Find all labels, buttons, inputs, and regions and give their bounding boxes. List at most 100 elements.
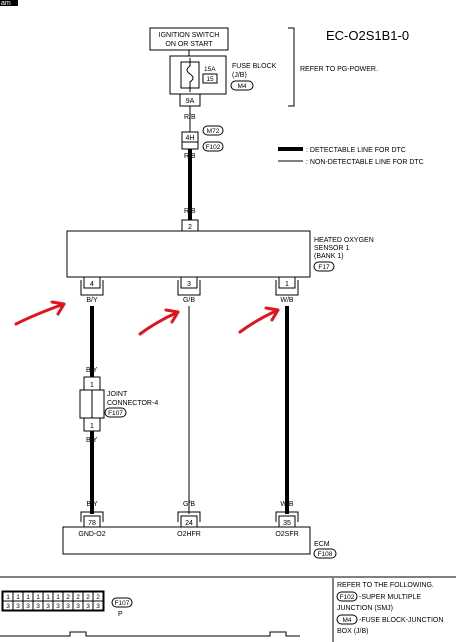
sensor-label1: HEATED OXYGEN bbox=[314, 237, 374, 244]
bottom-connector-oval bbox=[111, 597, 133, 608]
joint-pin-top: 1 bbox=[90, 382, 94, 389]
refer-title: REFER TO THE FOLLOWING. bbox=[337, 582, 434, 589]
sensor-pin-bracket bbox=[177, 280, 201, 296]
sensor-connector: F17 bbox=[318, 264, 330, 271]
connector-cell bbox=[92, 600, 104, 611]
connector-cell-number: 3 bbox=[56, 603, 60, 610]
junction-conn-b: F102 bbox=[206, 144, 221, 151]
connector-cell-number: 2 bbox=[86, 594, 90, 601]
connector-cell-number: 1 bbox=[36, 594, 40, 601]
sensor-pin-bracket bbox=[275, 280, 299, 296]
fuse-label2: (J/B) bbox=[232, 72, 247, 79]
red-arrow-annotation bbox=[14, 300, 66, 326]
joint-connector: F107 bbox=[108, 410, 123, 417]
connector-cell-number: 3 bbox=[26, 603, 30, 610]
ecm-name: ECM bbox=[314, 541, 330, 548]
sensor-pin-box bbox=[278, 276, 296, 289]
fuse-terminal: 9A bbox=[186, 98, 195, 105]
connector-cell-number: 1 bbox=[26, 594, 30, 601]
bottom-connector-color: P bbox=[118, 611, 123, 618]
fuse-number: 15 bbox=[206, 76, 214, 83]
red-arrow-annotation bbox=[138, 308, 180, 336]
sensor-pin-box bbox=[83, 276, 101, 289]
sensor-label3: (BANK 1) bbox=[314, 253, 344, 260]
junction-conn-a: M72 bbox=[207, 128, 220, 135]
refer-item1-conn: F102 bbox=[340, 594, 355, 601]
junction-bottom-half bbox=[181, 141, 199, 150]
sensor-wire-color: G/B bbox=[183, 297, 195, 304]
refer-item1-text2: JUNCTION (SMJ) bbox=[337, 605, 393, 612]
ecm-connector: F108 bbox=[318, 551, 333, 558]
refer-item2-oval bbox=[336, 614, 358, 625]
joint-label1: JOINT bbox=[107, 391, 128, 398]
refer-item2-text1: -FUSE BLOCK-JUNCTION bbox=[359, 617, 443, 624]
sensor-label2: SENSOR 1 bbox=[314, 245, 350, 252]
bottom-connector-id: F107 bbox=[115, 600, 130, 607]
sensor-pin: 3 bbox=[187, 281, 191, 288]
header-partial-bar bbox=[0, 0, 18, 6]
ecm-connector-oval bbox=[313, 548, 337, 559]
ecm-signal: O2HFR bbox=[177, 531, 201, 538]
refer-item1-oval bbox=[336, 591, 358, 602]
connector-cell-number: 2 bbox=[66, 594, 70, 601]
fuse-connector-oval bbox=[230, 80, 254, 91]
connector-cell-number: 3 bbox=[86, 603, 90, 610]
connector-cell-number: 3 bbox=[66, 603, 70, 610]
ecm-pin: 24 bbox=[185, 520, 193, 527]
ecm-pin-bracket bbox=[177, 511, 201, 522]
sensor-pin: 4 bbox=[90, 281, 94, 288]
sensor-pin: 1 bbox=[285, 281, 289, 288]
ecm-wire-color: W/B bbox=[280, 501, 294, 508]
connector-cell-number: 2 bbox=[96, 594, 100, 601]
refer-power-text: REFER TO PG-POWER. bbox=[300, 66, 378, 73]
ecm-pin-bracket bbox=[275, 511, 299, 522]
connector-cell-number: 1 bbox=[56, 594, 60, 601]
red-arrow-annotation bbox=[238, 306, 280, 334]
ecm-pin: 78 bbox=[88, 520, 96, 527]
fuse-rating: 15A bbox=[204, 66, 216, 73]
refer-bracket bbox=[288, 27, 295, 107]
refer-item1-text1: -SUPER MULTIPLE bbox=[359, 594, 421, 601]
fuse-number-box bbox=[202, 73, 218, 84]
sensor-pin-bracket bbox=[80, 280, 104, 296]
ecm-signal: GND-O2 bbox=[78, 531, 105, 538]
ecm-box bbox=[62, 526, 311, 555]
sensor-connector-oval bbox=[313, 261, 335, 272]
legend-detectable: : DETECTABLE LINE FOR DTC bbox=[306, 147, 406, 154]
fuse-icon bbox=[186, 58, 194, 92]
junction-terminal: 4H bbox=[186, 135, 195, 142]
connector-cell-number: 3 bbox=[36, 603, 40, 610]
connector-cell-number: 3 bbox=[46, 603, 50, 610]
sensor-pin-top: 2 bbox=[188, 224, 192, 231]
joint-pin-bottom: 1 bbox=[90, 423, 94, 430]
refer-item2-text2: BOX (J/B) bbox=[337, 628, 369, 635]
connector-cell-number: 3 bbox=[16, 603, 20, 610]
connector-cell-number: 1 bbox=[16, 594, 20, 601]
refer-item2-conn: M4 bbox=[342, 617, 351, 624]
legend-non-detectable: : NON-DETECTABLE LINE FOR DTC bbox=[306, 159, 424, 166]
sensor-pin-box bbox=[180, 276, 198, 289]
connector-cell-number: 1 bbox=[46, 594, 50, 601]
joint-label2: CONNECTOR-4 bbox=[107, 400, 158, 407]
sensor-wire-color: W/B bbox=[280, 297, 294, 304]
fuse-label1: FUSE BLOCK bbox=[232, 63, 277, 70]
joint-wire-in: B/Y bbox=[86, 367, 98, 374]
diagram-code: EC-O2S1B1-0 bbox=[326, 28, 409, 43]
ignition-line1: IGNITION SWITCH bbox=[159, 32, 220, 39]
wire-color-rb-3: R/B bbox=[184, 208, 196, 215]
joint-connector-oval bbox=[104, 407, 127, 418]
fuse-connector: M4 bbox=[237, 83, 246, 90]
ecm-wire-color: B/Y bbox=[86, 501, 98, 508]
partial-connector-outline bbox=[0, 631, 300, 637]
connector-cell-number: 3 bbox=[76, 603, 80, 610]
sensor-wire-color: B/Y bbox=[86, 297, 98, 304]
connector-cell-number: 3 bbox=[6, 603, 10, 610]
junction-conn-b-oval bbox=[202, 141, 224, 152]
ecm-signal: O2SFR bbox=[275, 531, 298, 538]
connector-cell-number: 1 bbox=[6, 594, 10, 601]
connector-cell-number: 2 bbox=[76, 594, 80, 601]
junction-conn-a-oval bbox=[202, 125, 224, 136]
